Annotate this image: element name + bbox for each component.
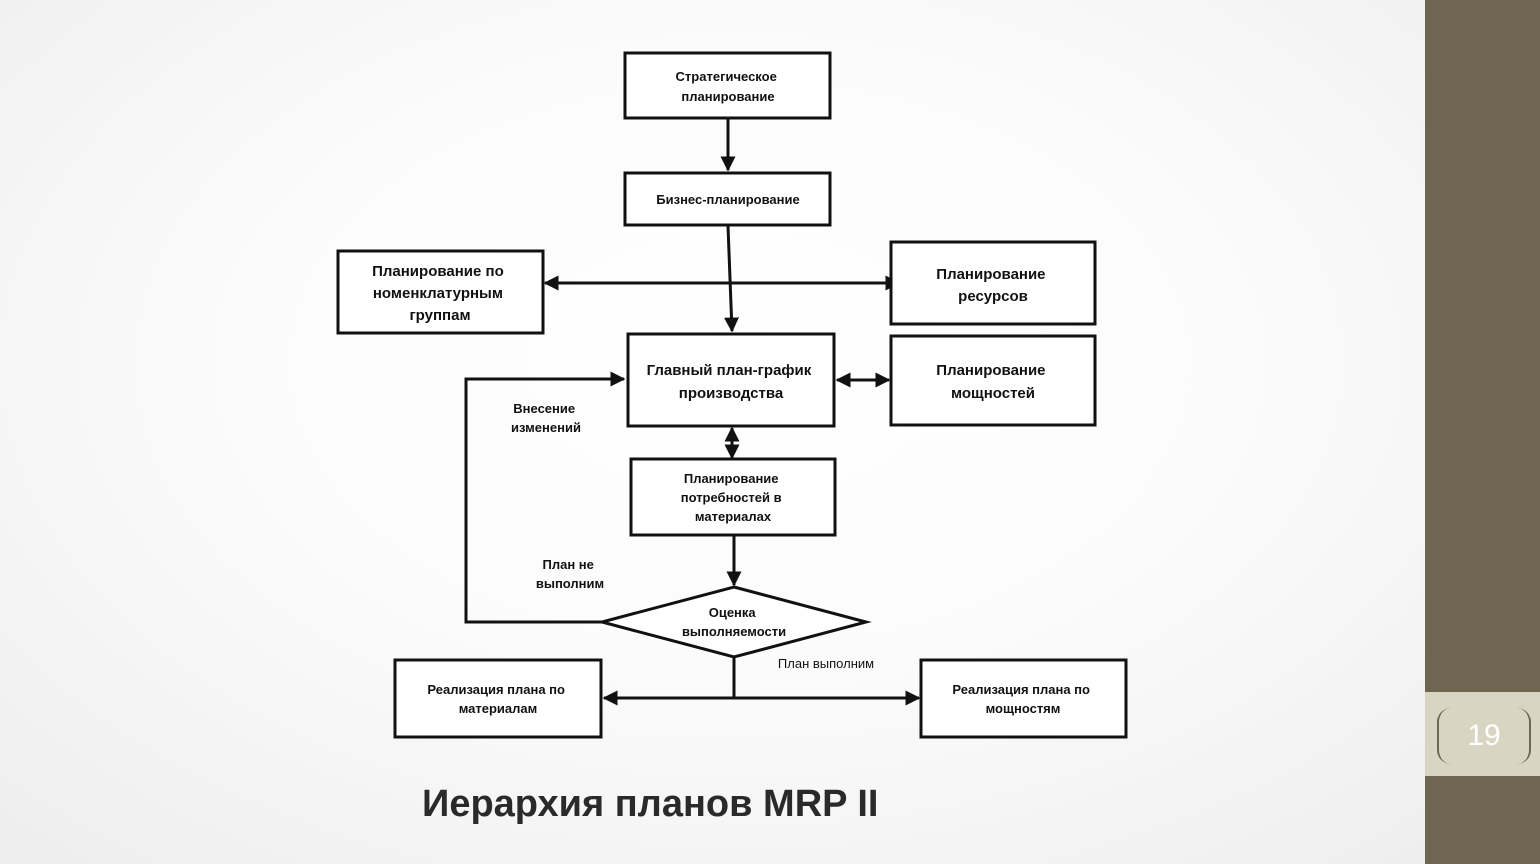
- page-number: 19: [1437, 708, 1531, 764]
- slide-title: Иерархия планов MRP II: [422, 783, 879, 825]
- capacity-planning-box: [889, 334, 1097, 427]
- business-planning-text: Бизнес-планирование: [656, 192, 799, 207]
- not-feasible-label: План не выполним: [536, 557, 604, 591]
- materials-requirements-text: Планирование потребностей в материалах: [681, 471, 786, 524]
- item-groups-planning-box: [336, 249, 545, 335]
- mrp-hierarchy-diagram: Стратегическое планирование Бизнес-плани…: [336, 51, 1128, 739]
- master-schedule-text: Главный план-график производства: [647, 362, 816, 402]
- strategic-planning-box: [623, 51, 832, 120]
- impl-capacity-box: [919, 658, 1128, 739]
- materials-requirements-box: [629, 457, 837, 537]
- resources-planning-text: Планирование ресурсов: [936, 266, 1049, 305]
- feasibility-decision: [596, 585, 872, 659]
- strategic-planning-text: Стратегическое планирование: [676, 69, 781, 104]
- item-groups-planning-text: Планирование по номенклатурным группам: [372, 263, 508, 324]
- feedback-loop: [464, 371, 626, 624]
- impl-capacity-text: Реализация плана по мощностям: [952, 682, 1093, 716]
- arrow-business-to-master: [723, 225, 739, 333]
- master-schedule-box: [626, 332, 836, 428]
- impl-materials-text: Реализация плана по материалам: [427, 682, 568, 716]
- capacity-planning-text: Планирование мощностей: [936, 362, 1049, 402]
- changes-label: Внесение изменений: [511, 401, 581, 435]
- impl-materials-box: [393, 658, 603, 739]
- feasible-label: План выполним: [778, 656, 874, 671]
- feasibility-text: Оценка выполняемости: [682, 605, 786, 639]
- business-planning-box: [623, 171, 832, 227]
- resources-planning-box: [889, 240, 1097, 326]
